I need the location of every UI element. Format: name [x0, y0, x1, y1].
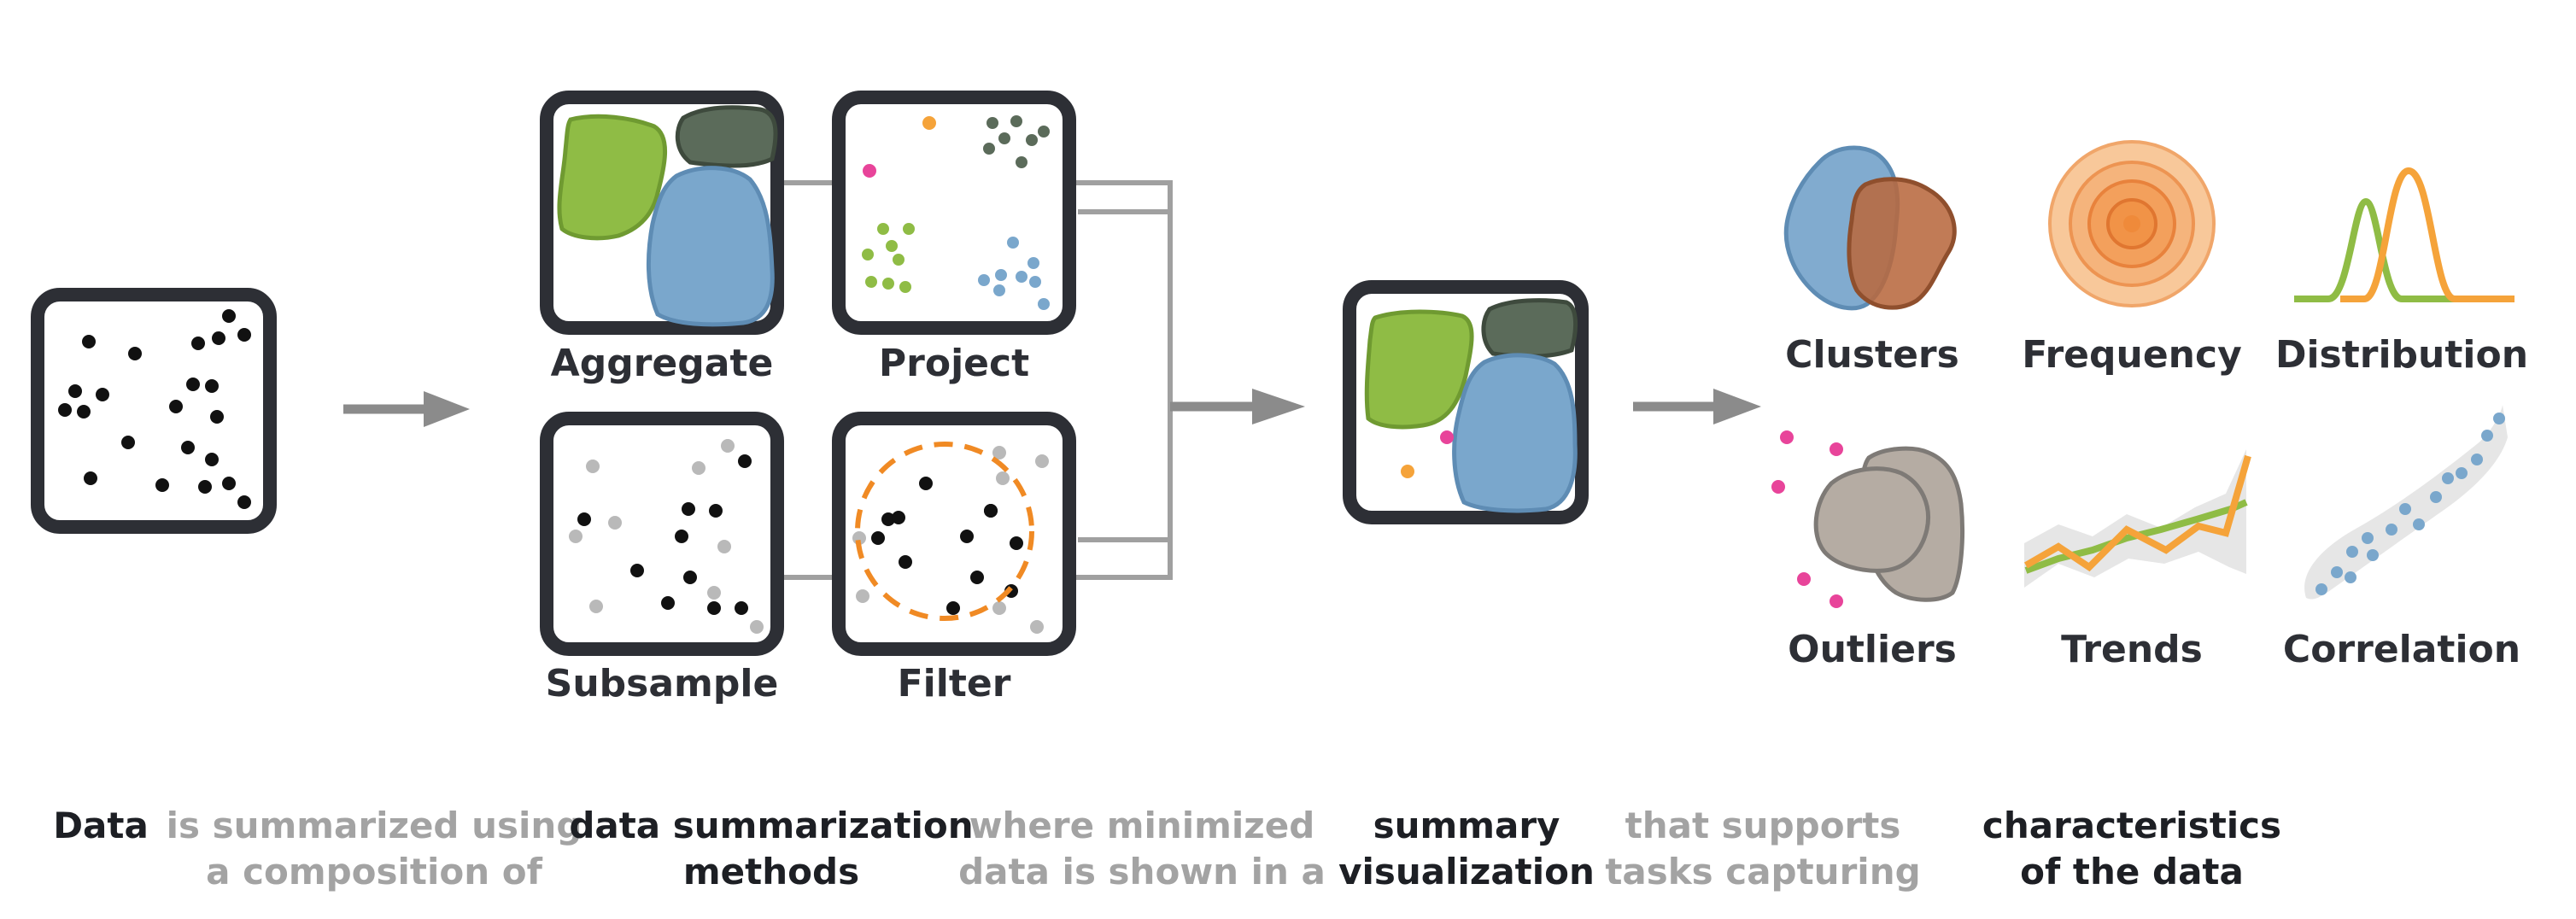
caption-minimized: where minimized data is shown in a [958, 805, 1326, 893]
clusters-label: Clusters [1785, 333, 1959, 377]
trends-label: Trends [2061, 628, 2203, 671]
data-points [58, 309, 251, 509]
caption-data: Data [53, 805, 149, 846]
filter-panel [832, 412, 1076, 656]
caption-supports: that supports tasks capturing [1605, 805, 1921, 893]
caption-summarized: is summarized using a composition of [166, 805, 583, 893]
project-label: Project [878, 342, 1030, 385]
caption-summary-visualization: summary visualization [1338, 805, 1595, 893]
filter-label: Filter [897, 662, 1011, 705]
subsample-panel [540, 412, 784, 656]
arrow-methods-to-summary [1170, 389, 1305, 424]
outliers-icon [1771, 430, 1965, 608]
correlation-label: Correlation [2282, 628, 2521, 671]
aggregate-panel [540, 91, 784, 335]
method-connectors [784, 180, 1173, 580]
frequency-label: Frequency [2022, 333, 2242, 377]
outliers-label: Outliers [1788, 628, 1957, 671]
caption-characteristics: characteristics of the data [1982, 805, 2282, 893]
distribution-label: Distribution [2274, 333, 2529, 377]
data-panel [31, 288, 277, 534]
distribution-icon [2294, 167, 2515, 302]
caption-methods: data summarization methods [569, 805, 974, 893]
clusters-icon [1783, 145, 1957, 311]
project-panel [832, 91, 1076, 335]
correlation-icon [2304, 405, 2508, 600]
frequency-icon [2048, 140, 2216, 307]
arrow-summary-to-characteristics [1633, 389, 1761, 424]
summary-visualization-panel [1343, 280, 1589, 524]
trends-icon [2023, 449, 2251, 588]
arrow-data-to-methods [343, 391, 470, 427]
subsample-label: Subsample [545, 662, 779, 705]
aggregate-label: Aggregate [550, 342, 774, 385]
